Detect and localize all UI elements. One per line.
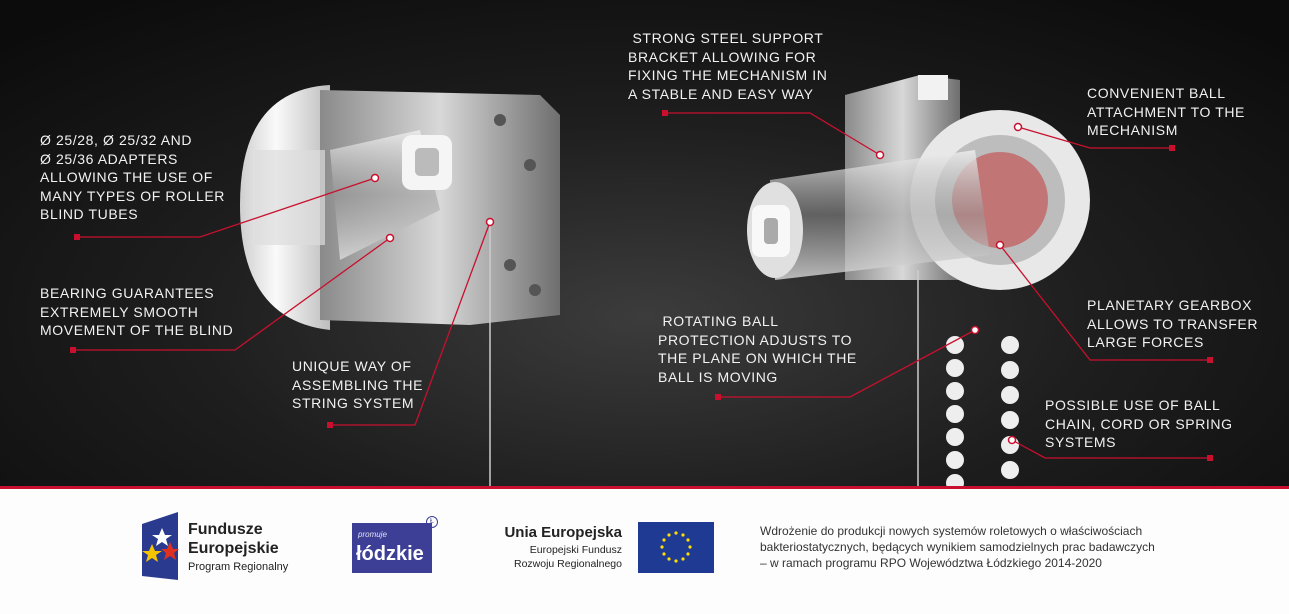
leader-lines xyxy=(73,112,1210,459)
lodz-badge: Ł xyxy=(426,516,438,528)
ball-chain xyxy=(946,336,1019,487)
product-diagram: Ø 25/28, Ø 25/32 AND Ø 25/36 ADAPTERS AL… xyxy=(0,0,1289,487)
lodz-big-text: łódzkie xyxy=(356,543,424,565)
promuje-lodzkie-logo: promuje łódzkie xyxy=(352,523,432,573)
callout-gearbox: PLANETARY GEARBOX ALLOWS TO TRANSFER LAR… xyxy=(1087,297,1259,350)
accent-divider xyxy=(0,486,1289,489)
eu-flag-icon xyxy=(638,522,714,573)
callout-bearing: BEARING GUARANTEES EXTREMELY SMOOTH MOVE… xyxy=(40,285,234,338)
fe-subtitle: Program Regionalny xyxy=(188,561,289,573)
product-illustration xyxy=(70,75,1213,487)
unia-europejska-logo: Unia Europejska Europejski Fundusz Rozwo… xyxy=(488,524,622,571)
fe-title: Fundusze Europejskie xyxy=(188,521,279,557)
fundusze-europejskie-logo-icon xyxy=(142,512,179,580)
ue-subtitle: Europejski Fundusz Rozwoju Regionalnego xyxy=(514,544,622,570)
leader-endpoints xyxy=(370,122,1023,445)
funding-description: Wdrożenie do produkcji nowych systemów r… xyxy=(760,524,1155,570)
callout-steel-bracket: STRONG STEEL SUPPORT BRACKET ALLOWING FO… xyxy=(628,30,828,102)
fundusze-europejskie-logo: Fundusze Europejskie Program Regionalny xyxy=(188,520,288,573)
callout-ball-protection: ROTATING BALL PROTECTION ADJUSTS TO THE … xyxy=(658,313,857,385)
leader-dots xyxy=(70,110,1213,461)
left-mechanism xyxy=(240,85,560,487)
ue-title: Unia Europejska xyxy=(504,524,622,541)
right-mechanism xyxy=(747,75,1090,487)
callout-adapters: Ø 25/28, Ø 25/32 AND Ø 25/36 ADAPTERS AL… xyxy=(40,132,225,222)
callout-ball-attachment: CONVENIENT BALL ATTACHMENT TO THE MECHAN… xyxy=(1087,85,1245,138)
callout-string-system: UNIQUE WAY OF ASSEMBLING THE STRING SYST… xyxy=(292,358,424,411)
callout-chain: POSSIBLE USE OF BALL CHAIN, CORD OR SPRI… xyxy=(1045,397,1233,450)
lodz-small-text: promuje xyxy=(358,530,387,539)
